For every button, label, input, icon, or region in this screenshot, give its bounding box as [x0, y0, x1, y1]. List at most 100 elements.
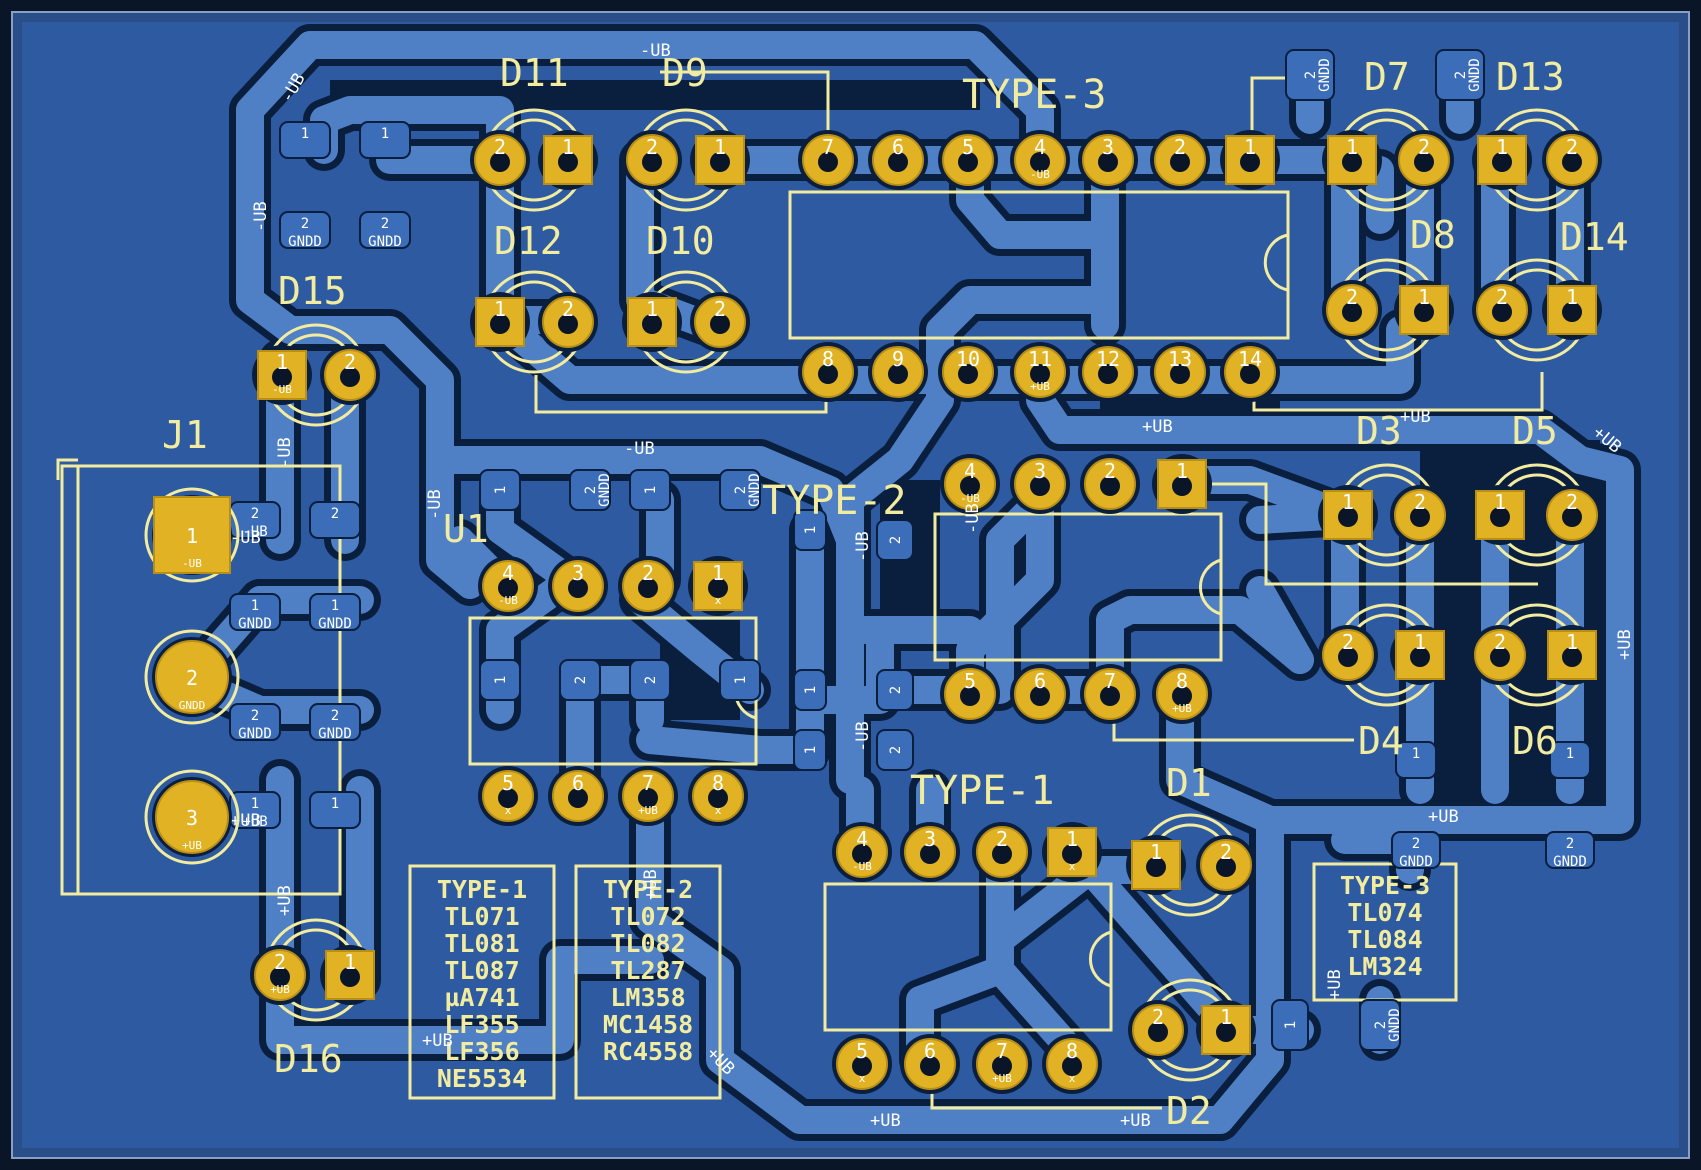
pad-number: 1: [1176, 459, 1188, 483]
pad-number: 3: [186, 806, 198, 830]
copper-trace: [236, 96, 484, 599]
pad-hole-icon: [558, 314, 578, 334]
type3-note-line: TL084: [1347, 925, 1422, 954]
square-pad: 1: [538, 130, 598, 190]
pad-hole-icon: [1216, 857, 1236, 877]
round-pad: 6: [868, 130, 928, 190]
pad-number: 1: [1414, 630, 1426, 654]
net-label: +UB: [1400, 407, 1431, 427]
pad-number: 1: [646, 297, 658, 321]
pad-hole-icon: [490, 152, 510, 172]
round-pad: 2: [538, 292, 598, 352]
pad-number: 8: [712, 771, 724, 795]
pad-hole-icon: [270, 967, 290, 987]
pad-hole-icon: [1342, 152, 1362, 172]
pad-hole-icon: [710, 152, 730, 172]
pad-number: 2: [1496, 285, 1508, 309]
round-pad: 3: [548, 556, 608, 616]
round-pad: 2: [1128, 1000, 1188, 1060]
pad-hole-icon: [498, 788, 518, 808]
round-pad: 2: [1390, 485, 1450, 545]
square-pad: 1: [1126, 835, 1186, 895]
pad-number: 2: [1174, 135, 1186, 159]
round-pad: 5x: [478, 766, 538, 826]
ref-j1: J1: [162, 413, 208, 457]
type1-note-line: LF355: [444, 1010, 519, 1039]
round-pad: 2: [470, 130, 530, 190]
round-pad: 2+UB: [250, 945, 310, 1005]
pad-number: 1: [494, 297, 506, 321]
ref-type1: TYPE-1: [910, 768, 1055, 814]
pad-hole-icon: [568, 788, 588, 808]
net-label: +UB: [1325, 969, 1345, 1000]
net-label: -UB: [853, 531, 873, 562]
pad-hole-icon: [1146, 857, 1166, 877]
smd-pad-number: 2: [888, 746, 904, 754]
smd-pad-net: GNDD: [597, 473, 613, 507]
pad-hole-icon: [1492, 302, 1512, 322]
type1-note-line: TL081: [444, 929, 519, 958]
ref-d3: D3: [1356, 409, 1402, 453]
smd-pad-net: GNDD: [318, 616, 352, 632]
ref-type2: TYPE-2: [762, 478, 907, 524]
pad-number: 4: [964, 459, 976, 483]
ref-d13: D13: [1496, 55, 1565, 99]
pad-hole-icon: [1030, 152, 1050, 172]
pad-net: +UB: [1030, 380, 1050, 393]
net-label: +UB: [275, 885, 295, 916]
round-pad: 2: [320, 345, 380, 405]
pad-number: 3: [924, 827, 936, 851]
copper-trace: [796, 526, 894, 714]
pad-number: 8: [1066, 1039, 1078, 1063]
pad-number: 1: [1346, 135, 1358, 159]
pad-number: 1: [712, 561, 724, 585]
smd-pad: 1: [359, 121, 411, 159]
pad-number: 6: [924, 1039, 936, 1063]
net-label: -UB: [251, 201, 271, 232]
pad-hole-icon: [1030, 686, 1050, 706]
pad-number: 1: [276, 350, 288, 374]
pad-number: 7: [822, 135, 834, 159]
smd-pad-number: 2: [888, 536, 904, 544]
pad-hole-icon: [638, 788, 658, 808]
type1-note-line: TL071: [444, 902, 519, 931]
smd-pad-number: 1: [803, 686, 819, 694]
smd-pad-net: GNDD: [238, 616, 272, 632]
smd-pad: 1: [479, 469, 521, 511]
round-pad: 5: [938, 130, 998, 190]
pad-number: 2: [1566, 135, 1578, 159]
type3-note-line: LM324: [1347, 952, 1422, 981]
pad-net: -UB: [852, 860, 872, 873]
pad-number: 10: [956, 347, 980, 371]
pad-hole-icon: [1338, 507, 1358, 527]
pad-hole-icon: [1172, 686, 1192, 706]
round-pad: 2: [690, 292, 750, 352]
round-pad: 3: [900, 822, 960, 882]
j1-outline: [60, 464, 342, 896]
round-pad: 2: [1080, 454, 1140, 514]
smd-pad-net: GNDD: [288, 234, 322, 250]
smd-pad: 1: [629, 469, 671, 511]
pad-hole-icon: [852, 1056, 872, 1076]
pad-number: 14: [1238, 347, 1262, 371]
net-label: -UB: [230, 528, 261, 548]
copper-trace: [1096, 596, 1314, 714]
smd-pad-number: 2: [733, 486, 749, 494]
ref-d12: D12: [494, 219, 563, 263]
square-pad: 1x: [1042, 822, 1102, 882]
pad-number: 6: [572, 771, 584, 795]
pad-hole-icon: [1410, 507, 1430, 527]
smd-pad: 1: [479, 659, 521, 701]
pad-number: 8: [822, 347, 834, 371]
pad-net: x: [1069, 1072, 1076, 1085]
pad-hole-icon: [1490, 647, 1510, 667]
